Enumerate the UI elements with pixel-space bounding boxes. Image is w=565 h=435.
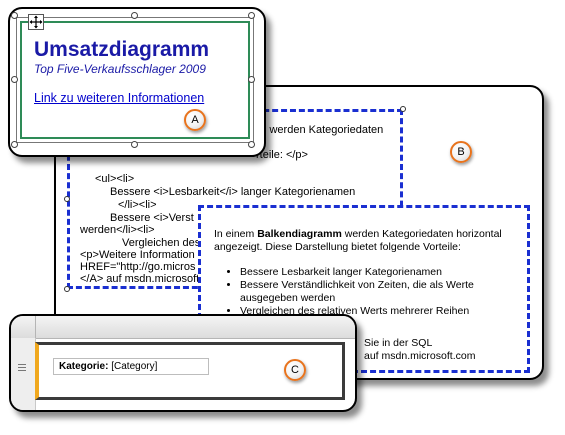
resize-handle[interactable] [248,141,255,148]
footer-line: auf msdn.microsoft.com [364,350,476,362]
column-divider [35,316,36,338]
callout-a: A [184,109,206,131]
more-info-link[interactable]: Link zu weiteren Informationen [34,91,205,105]
category-textbox[interactable]: Kategorie: [Category] [53,358,209,375]
resize-handle[interactable] [248,76,255,83]
report-subtitle: Top Five-Verkaufsschlager 2009 [34,62,206,76]
resize-handle[interactable] [64,286,70,292]
textbox-panel-a: Umsatzdiagramm Top Five-Verkaufsschlager… [8,7,266,157]
resize-handle[interactable] [11,141,18,148]
resize-handle[interactable] [400,106,406,112]
rendered-intro: In einem Balkendiagramm werden Kategorie… [214,228,502,253]
source-line: </li><li> [118,199,157,211]
source-line: > werden Kategoriedaten [260,124,384,136]
report-title: Umsatzdiagramm [34,38,210,61]
row-gutter [11,338,36,410]
resize-handle[interactable] [64,196,70,202]
resize-handle[interactable] [11,76,18,83]
source-line: <p>Weitere Information [80,249,195,261]
callout-c: C [284,359,306,381]
source-line: Bessere <i>Verst [110,212,194,224]
resize-handle[interactable] [11,12,18,19]
list-item: Bessere Lesbarkeit langer Kategorienamen [240,266,530,279]
field-panel-c: Kategorie: [Category] C [9,314,357,412]
source-line: </A> auf msdn.microsoft [80,273,200,285]
source-line: werden</li><li> [80,224,155,236]
move-cross-icon[interactable] [28,14,44,30]
resize-handle[interactable] [131,141,138,148]
callout-b: B [450,141,472,163]
resize-handle[interactable] [131,12,138,19]
footer-line: Sie in der SQL [364,337,433,349]
grip-lines-icon[interactable] [18,364,26,372]
column-header-strip [11,316,355,339]
selection-frame[interactable] [16,17,254,143]
source-line: Bessere <i>Lesbarkeit</i> langer Kategor… [110,186,356,198]
list-item: Bessere Verständlichkeit von Zeiten, die… [240,279,530,305]
source-line: Vergleichen des r [122,237,207,249]
source-line: HREF="http://go.micros [80,261,196,273]
benefit-list: Bessere Lesbarkeit langer Kategorienamen… [214,266,530,318]
resize-handle[interactable] [248,12,255,19]
source-line: rteile: </p> [256,149,308,161]
source-line: <ul><li> [95,173,135,185]
